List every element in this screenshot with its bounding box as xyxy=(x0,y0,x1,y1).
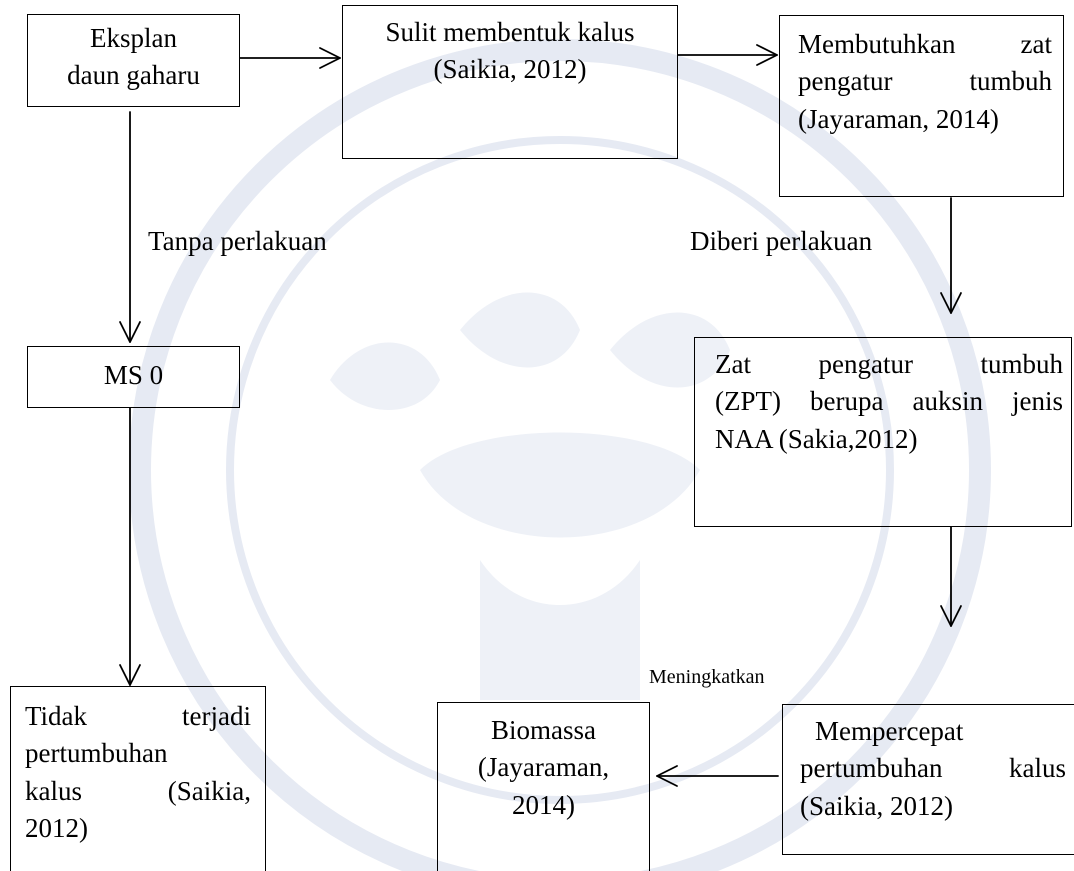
arrowhead-tidak xyxy=(119,664,141,686)
box-membutuhkan xyxy=(779,15,1064,197)
tidak-line-2: pertumbuhan xyxy=(25,738,168,769)
sulit-line-1: Sulit membentuk kalus xyxy=(385,17,635,47)
box-tidak xyxy=(10,686,266,871)
biomassa-line-2: (Jayaraman, xyxy=(477,752,610,783)
label-tanpa-perlakuan: Tanpa perlakuan xyxy=(148,226,327,256)
mempercepat-line-2: pertumbuhan kalus xyxy=(800,753,1066,784)
biomassa-line-1: Biomassa xyxy=(491,715,596,745)
text-eksplan: Eksplan daun gaharu xyxy=(27,20,240,95)
text-biomassa: Biomassa (Jayaraman, 2014) xyxy=(437,712,650,824)
zpt-line-2: (ZPT) berupa auksin jenis xyxy=(715,386,1063,417)
label-meningkatkan: Meningkatkan xyxy=(649,666,765,688)
biomassa-line-3: 2014) xyxy=(512,789,575,820)
arrowhead-sulit xyxy=(319,47,341,69)
box-biomassa xyxy=(437,702,650,871)
box-zpt xyxy=(694,337,1072,527)
membutuhkan-line-3: (Jayaraman, 2014) xyxy=(798,103,999,134)
text-sulit: Sulit membentuk kalus (Saikia, 2012) xyxy=(342,14,678,89)
text-membutuhkan: Membutuhkan zat pengatur tumbuh (Jayaram… xyxy=(798,26,1052,138)
zpt-line-3: NAA (Sakia,2012) xyxy=(715,423,918,454)
text-zpt: Zat pengatur tumbuh (ZPT) berupa auksin … xyxy=(715,346,1063,458)
text-mempercepat: Mempercepat pertumbuhan kalus (Saikia, 2… xyxy=(800,713,1066,825)
arrowhead-biomassa xyxy=(656,765,678,787)
mempercepat-line-3: (Saikia, 2012) xyxy=(800,790,953,821)
membutuhkan-line-1: Membutuhkan zat xyxy=(798,29,1052,59)
tidak-line-3: kalus (Saikia, xyxy=(25,775,251,806)
membutuhkan-line-2: pengatur tumbuh xyxy=(798,66,1052,97)
box-eksplan xyxy=(27,14,240,107)
box-ms0 xyxy=(27,346,240,408)
eksplan-line-1: Eksplan xyxy=(90,23,177,53)
arrowhead-membutuhkan xyxy=(756,44,778,66)
text-tidak: Tidak terjadi pertumbuhan kalus (Saikia,… xyxy=(25,698,251,847)
zpt-line-1: Zat pengatur tumbuh xyxy=(715,349,1063,379)
arrowhead-zpt xyxy=(940,292,962,314)
tidak-line-4: 2012) xyxy=(25,812,88,843)
arrowhead-mempercepat xyxy=(940,605,962,627)
mempercepat-line-1: Mempercepat xyxy=(815,716,964,746)
arrowhead-ms0 xyxy=(119,321,141,343)
box-sulit xyxy=(342,5,678,159)
label-diberi-perlakuan: Diberi perlakuan xyxy=(690,226,873,256)
text-ms0: MS 0 xyxy=(103,360,164,390)
tidak-line-1: Tidak terjadi xyxy=(25,701,251,731)
eksplan-line-2: daun gaharu xyxy=(67,60,200,91)
box-mempercepat xyxy=(782,704,1074,855)
sulit-line-2: (Saikia, 2012) xyxy=(433,54,587,85)
